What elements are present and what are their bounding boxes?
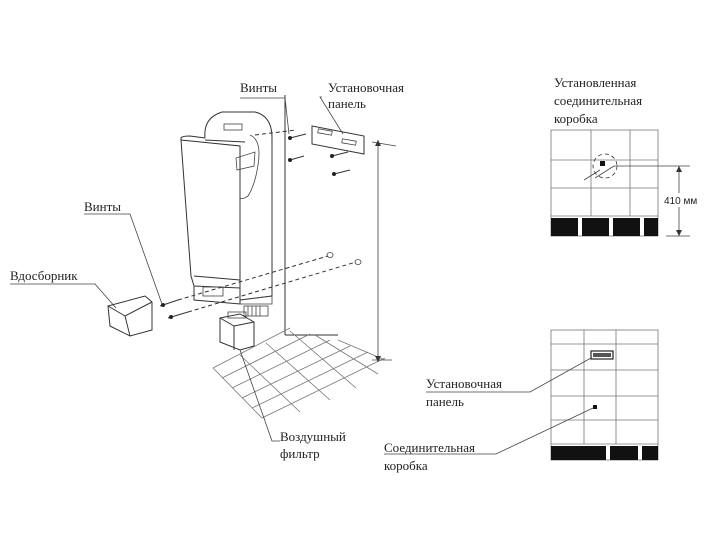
label-air-filter-1: Воздушный [280,429,346,444]
label-mounting-panel-top-1: Установочная [328,80,404,95]
label-installed-box-3: коробка [554,111,598,126]
label-mounting-panel-bottom-1: Установочная [426,376,502,391]
hand-dryer [180,111,273,317]
floor-tiles [212,327,386,419]
wall-tiles-bottom [384,329,659,461]
label-installed-box-1: Установленная [554,75,636,90]
wall [284,95,338,336]
water-tray [107,295,153,337]
label-mounting-panel-bottom-2: панель [426,394,464,409]
label-junction-box-1: Соединительная [384,440,475,455]
label-installed-box-2: соединительная [554,93,642,108]
label-air-filter-2: фильтр [280,446,320,461]
label-screws-top: Винты [240,80,277,95]
mounting-panel-hardware [288,125,365,176]
label-screws-left: Винты [84,199,121,214]
wall-tiles-top [550,129,690,237]
air-filter [219,311,255,351]
left-screws [159,299,189,319]
dimension-label: 410 мм [664,196,697,207]
label-junction-box-2: коробка [384,458,428,473]
label-water-tray: Вдосборник [10,268,78,283]
height-dimension [371,140,397,362]
alignment-lines [177,129,362,313]
leader-lines [10,96,344,442]
label-mounting-panel-top-2: панель [328,96,366,111]
